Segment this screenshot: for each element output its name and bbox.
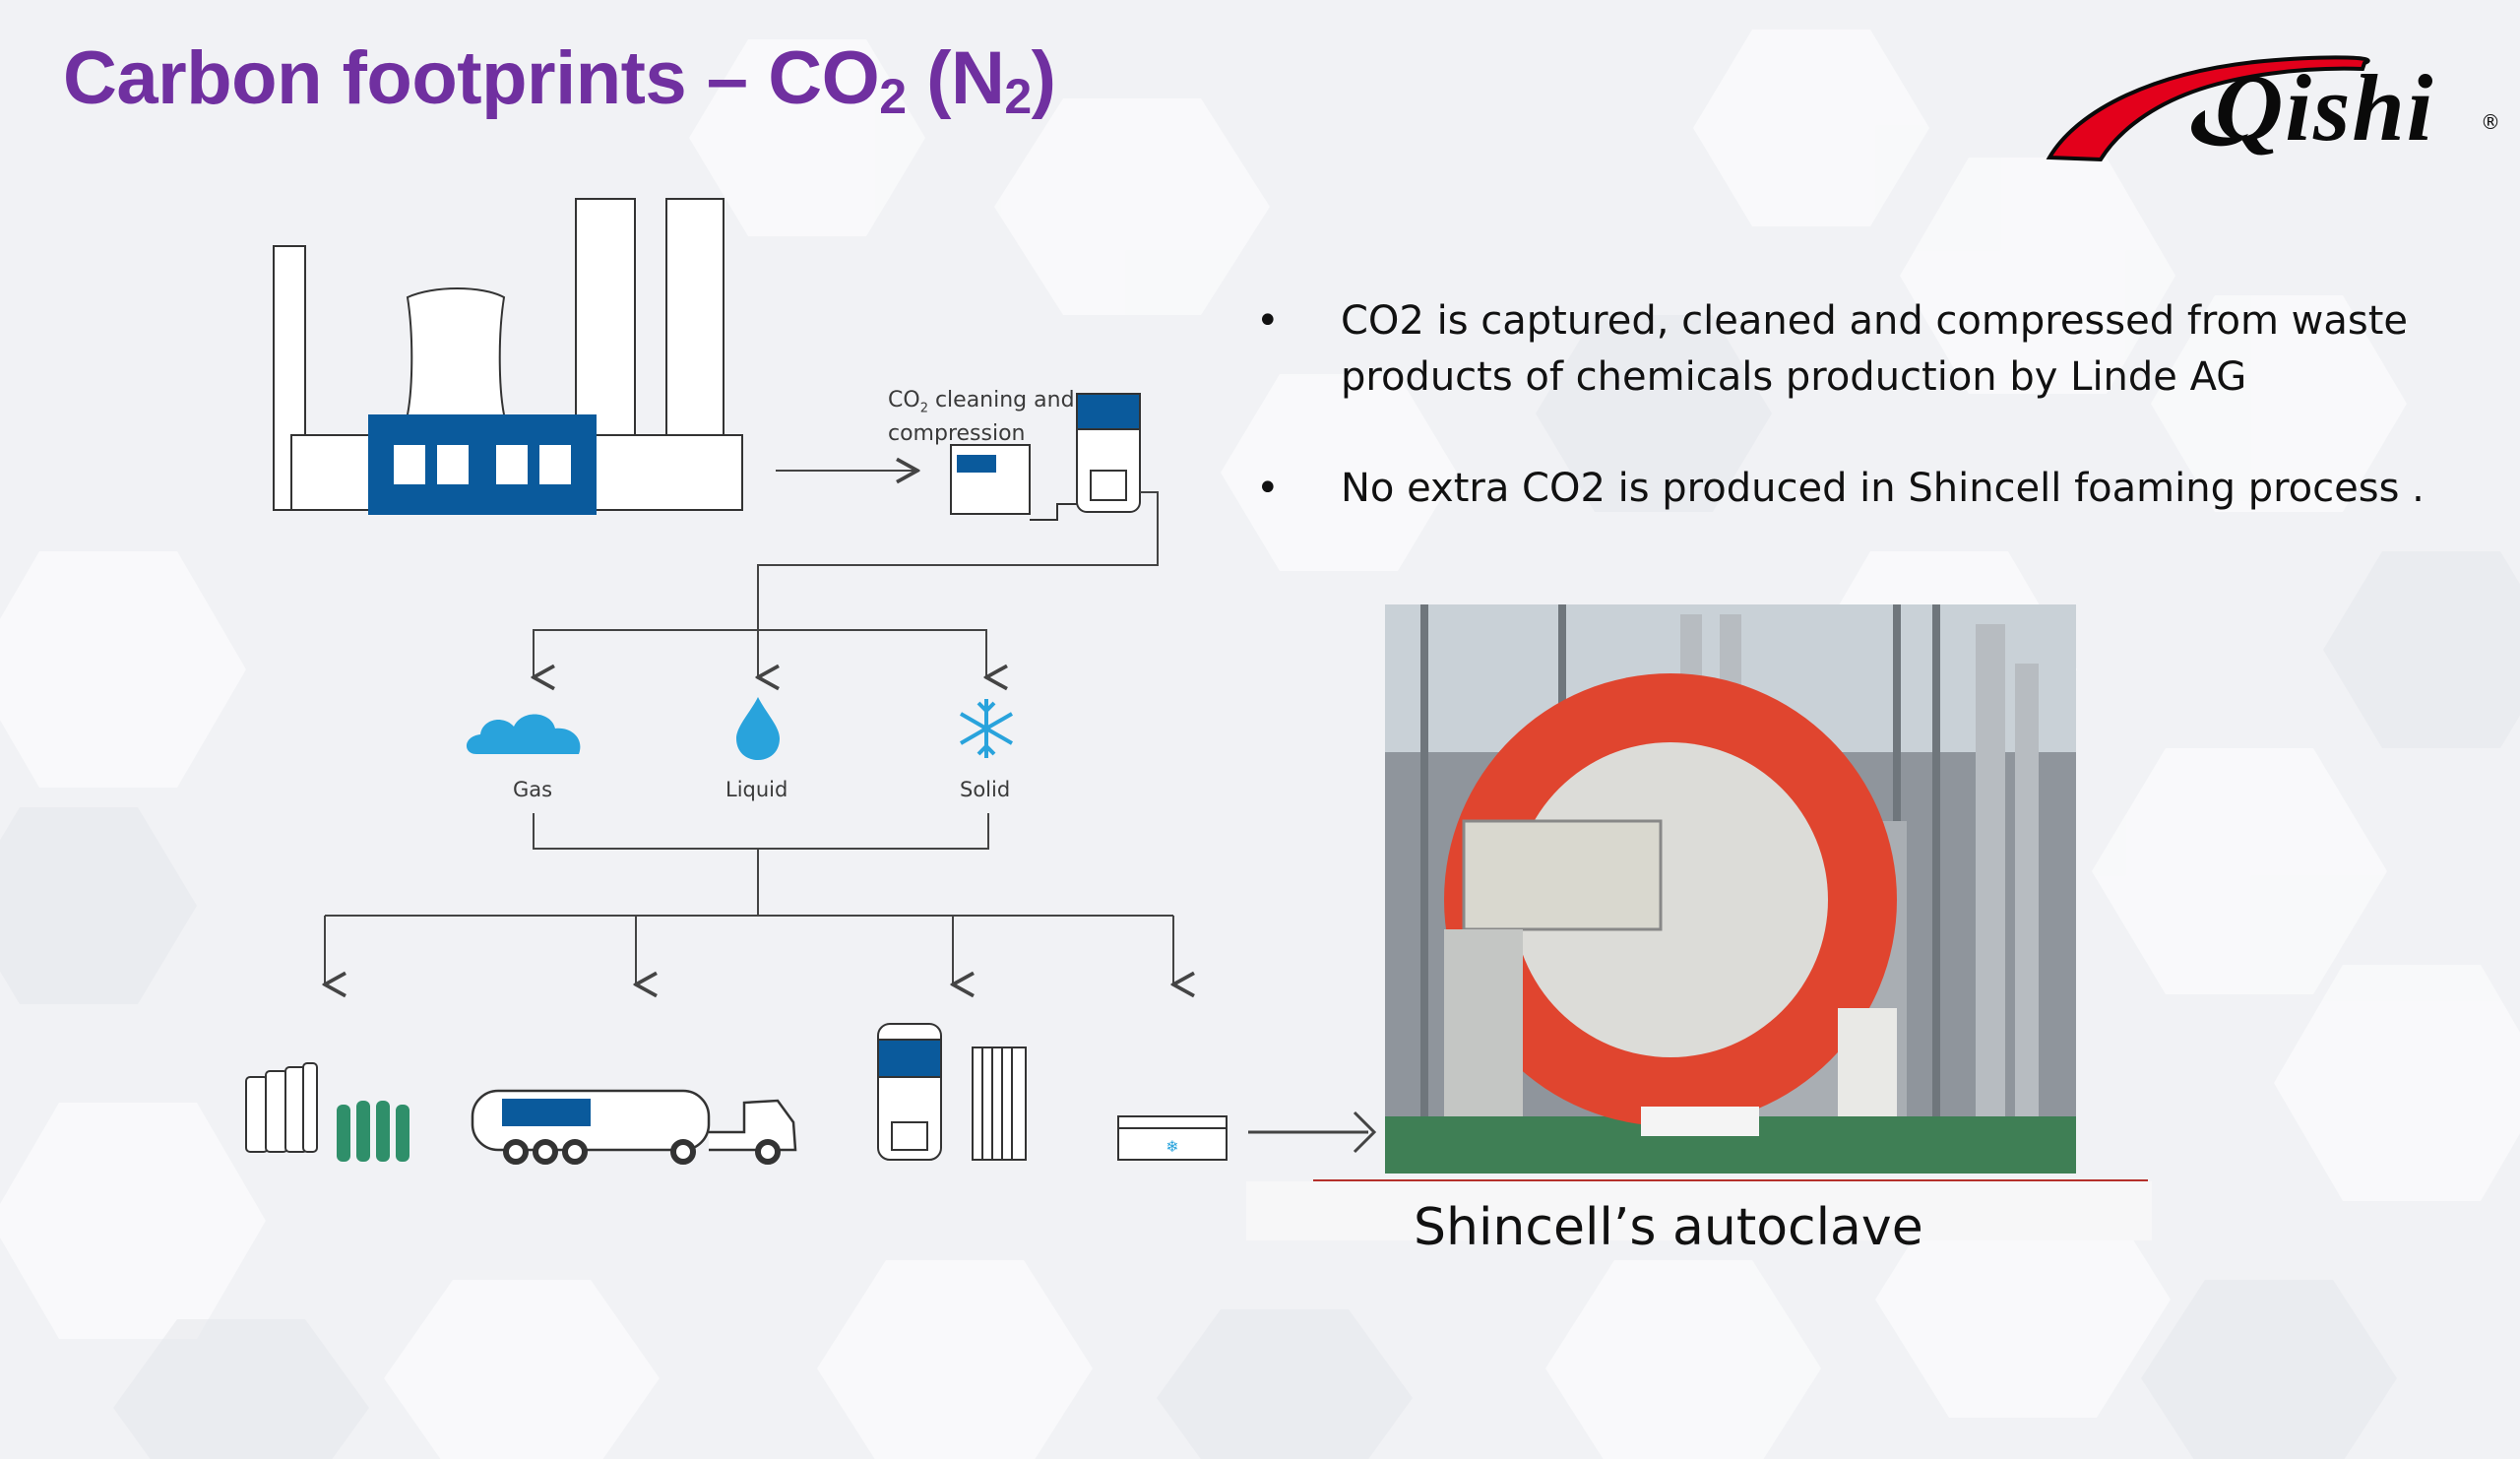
- bullet-item: CO2 is captured, cleaned and compressed …: [1242, 293, 2473, 406]
- liquid-drop-icon: [736, 697, 780, 760]
- caption-background: [1246, 1181, 2152, 1240]
- solid-label: Solid: [960, 778, 1011, 801]
- qishi-logo-swoosh: [2046, 55, 2370, 162]
- slide-title: Carbon footprints – CO2 (N2): [63, 36, 1056, 124]
- registered-mark: ®: [2481, 110, 2500, 134]
- gas-cloud-icon: [466, 714, 581, 754]
- photo-caption: Shincell’s autoclave: [1414, 1198, 1923, 1257]
- logo-wordmark: Qishi: [2215, 55, 2435, 160]
- gas-label: Gas: [513, 778, 553, 801]
- svg-text:❄: ❄: [1166, 1137, 1178, 1156]
- autoclave-photo: [1385, 604, 2076, 1174]
- factory-icon: [273, 198, 743, 515]
- arrow-to-autoclave: [1248, 1110, 1377, 1154]
- cylinder-bundle-icon: [245, 1062, 410, 1162]
- tanker-truck-icon: [471, 1089, 797, 1165]
- compression-unit-icon: [950, 393, 1141, 521]
- dry-ice-box-icon: ❄: [1117, 1115, 1228, 1161]
- bullet-list: CO2 is captured, cleaned and compressed …: [1242, 293, 2473, 572]
- caption-divider: [1313, 1179, 2148, 1181]
- co2-supply-diagram: ❄: [245, 198, 1228, 1165]
- liquid-label: Liquid: [725, 778, 788, 801]
- bullet-item: No extra CO2 is produced in Shincell foa…: [1242, 461, 2473, 517]
- storage-tank-icon: [877, 1023, 1027, 1161]
- snowflake-icon: [960, 699, 1013, 758]
